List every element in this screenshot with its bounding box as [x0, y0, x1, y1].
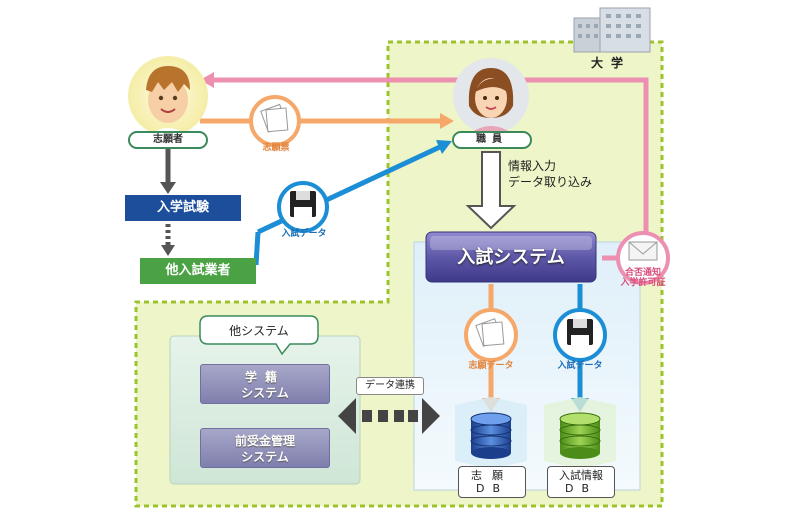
result-notice-line1: 合否通知	[624, 268, 661, 278]
exam-system-box	[425, 231, 597, 283]
applicant-label: 志願者	[128, 131, 208, 149]
exam-data-disk-icon	[553, 308, 607, 362]
input-down-arrow	[465, 151, 517, 230]
application-db-line2: DB	[475, 482, 509, 495]
other-vendor-box: 他入試業者	[140, 258, 256, 284]
input-note-line1: 情報入力	[508, 159, 557, 173]
input-note: 情報入力 データ取り込み	[508, 158, 592, 190]
prepayment-system[interactable]: 前受金管理 システム	[200, 428, 330, 468]
application-data-label: 志願データ	[468, 361, 514, 371]
result-notice-line2: 入学許可証	[620, 278, 666, 288]
exam-data-disk-label: 入試データ	[281, 229, 327, 239]
building-icon	[573, 7, 651, 53]
prepayment-line1: 前受金管理	[234, 434, 295, 448]
application-db-icon	[455, 397, 527, 469]
envelope-icon	[616, 231, 670, 285]
dark-arrow-head	[160, 182, 176, 194]
student-records-system[interactable]: 学籍 システム	[200, 364, 330, 404]
application-form-icon	[249, 95, 301, 147]
pink-arrow-head	[200, 72, 214, 88]
application-db-label: 志願 DB	[458, 466, 526, 498]
dotted-arrow-head	[161, 245, 175, 256]
result-notice-label: 合否通知 入学許可証	[614, 268, 672, 288]
orange-arrow-head	[440, 113, 454, 129]
floppy-disk-icon	[277, 181, 329, 233]
data-link-label: データ連携	[356, 377, 424, 395]
university-label: 大学	[590, 56, 631, 70]
exam-data-out-label: 入試データ	[557, 361, 603, 371]
staff-avatar	[453, 58, 529, 134]
applicant-avatar	[128, 56, 208, 136]
exam-info-db-label: 入試情報 DB	[547, 466, 615, 498]
other-systems-title: 他システム	[229, 324, 289, 338]
blue-arrow-head	[436, 140, 452, 154]
other-systems-bubble	[199, 315, 319, 356]
student-records-line2: システム	[241, 386, 289, 400]
exam-system-label: 入試システム	[457, 247, 565, 268]
prepayment-line2: システム	[241, 450, 289, 464]
application-db-line1: 志願	[471, 469, 513, 482]
application-data-icon	[464, 308, 518, 362]
input-note-line2: データ取り込み	[508, 175, 593, 189]
entrance-exam-box: 入学試験	[125, 195, 241, 221]
application-form-label: 志願票	[262, 143, 290, 153]
exam-info-db-icon	[544, 397, 616, 469]
exam-info-db-line1: 入試情報	[559, 469, 603, 482]
staff-label: 職員	[452, 131, 532, 149]
data-link-arrow	[338, 398, 440, 434]
exam-info-db-line2: DB	[564, 482, 598, 495]
student-records-line1: 学籍	[244, 370, 285, 384]
